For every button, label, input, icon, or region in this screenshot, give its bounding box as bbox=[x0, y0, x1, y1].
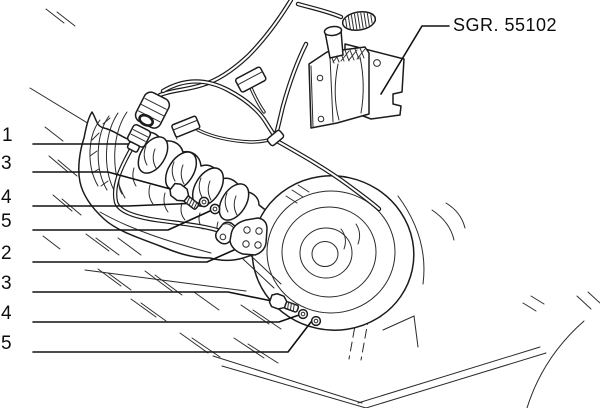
leader-3a bbox=[32, 171, 175, 191]
callout-leaders bbox=[32, 143, 312, 353]
leader-5b bbox=[32, 321, 312, 353]
callout-label-4b: 4 bbox=[1, 303, 12, 324]
callout-label-5b: 5 bbox=[1, 333, 12, 354]
coil-ht-cap bbox=[341, 10, 377, 32]
reference-label: SGR. 55102 bbox=[453, 15, 557, 35]
callout-label-3a: 3 bbox=[1, 153, 12, 174]
bolt-part3-lower bbox=[268, 293, 300, 313]
bell-housing-lines bbox=[397, 195, 466, 285]
washer-part4-upper bbox=[198, 196, 210, 208]
washer-part5-lower bbox=[310, 315, 322, 327]
callout-label-2: 2 bbox=[1, 243, 12, 264]
coil-tower bbox=[323, 25, 344, 59]
reference-leader-line bbox=[380, 25, 450, 95]
spark-plug-cable bbox=[157, 0, 294, 98]
callout-label-5a: 5 bbox=[1, 211, 12, 232]
leader-4b bbox=[32, 314, 300, 323]
leader-3b bbox=[32, 291, 273, 302]
engine-lobes bbox=[137, 136, 250, 221]
leader-2 bbox=[32, 245, 244, 263]
callout-numbers: 1 3 4 5 2 3 4 5 bbox=[1, 125, 13, 354]
washer-part4-lower bbox=[297, 308, 309, 320]
wiring-harness bbox=[160, 41, 382, 212]
flywheel bbox=[251, 175, 415, 331]
flat-connector-b bbox=[171, 115, 201, 138]
harness-sleeve bbox=[266, 129, 285, 147]
callout-label-3b: 3 bbox=[1, 273, 12, 294]
callout-label-1: 1 bbox=[2, 125, 13, 146]
ignition-coil bbox=[295, 1, 405, 129]
leader-4a bbox=[32, 202, 201, 207]
callout-label-4a: 4 bbox=[1, 187, 12, 208]
reference-callout: SGR. 55102 bbox=[380, 15, 557, 95]
support-bracket-part2 bbox=[229, 217, 282, 289]
washer-part5-upper bbox=[209, 203, 221, 215]
flat-connector-a bbox=[235, 66, 267, 93]
leader-5a bbox=[32, 210, 211, 231]
spark-plug-boot-part1 bbox=[126, 91, 171, 153]
bolt-part3-upper bbox=[169, 182, 200, 210]
chassis-panel-lines bbox=[29, 8, 600, 408]
